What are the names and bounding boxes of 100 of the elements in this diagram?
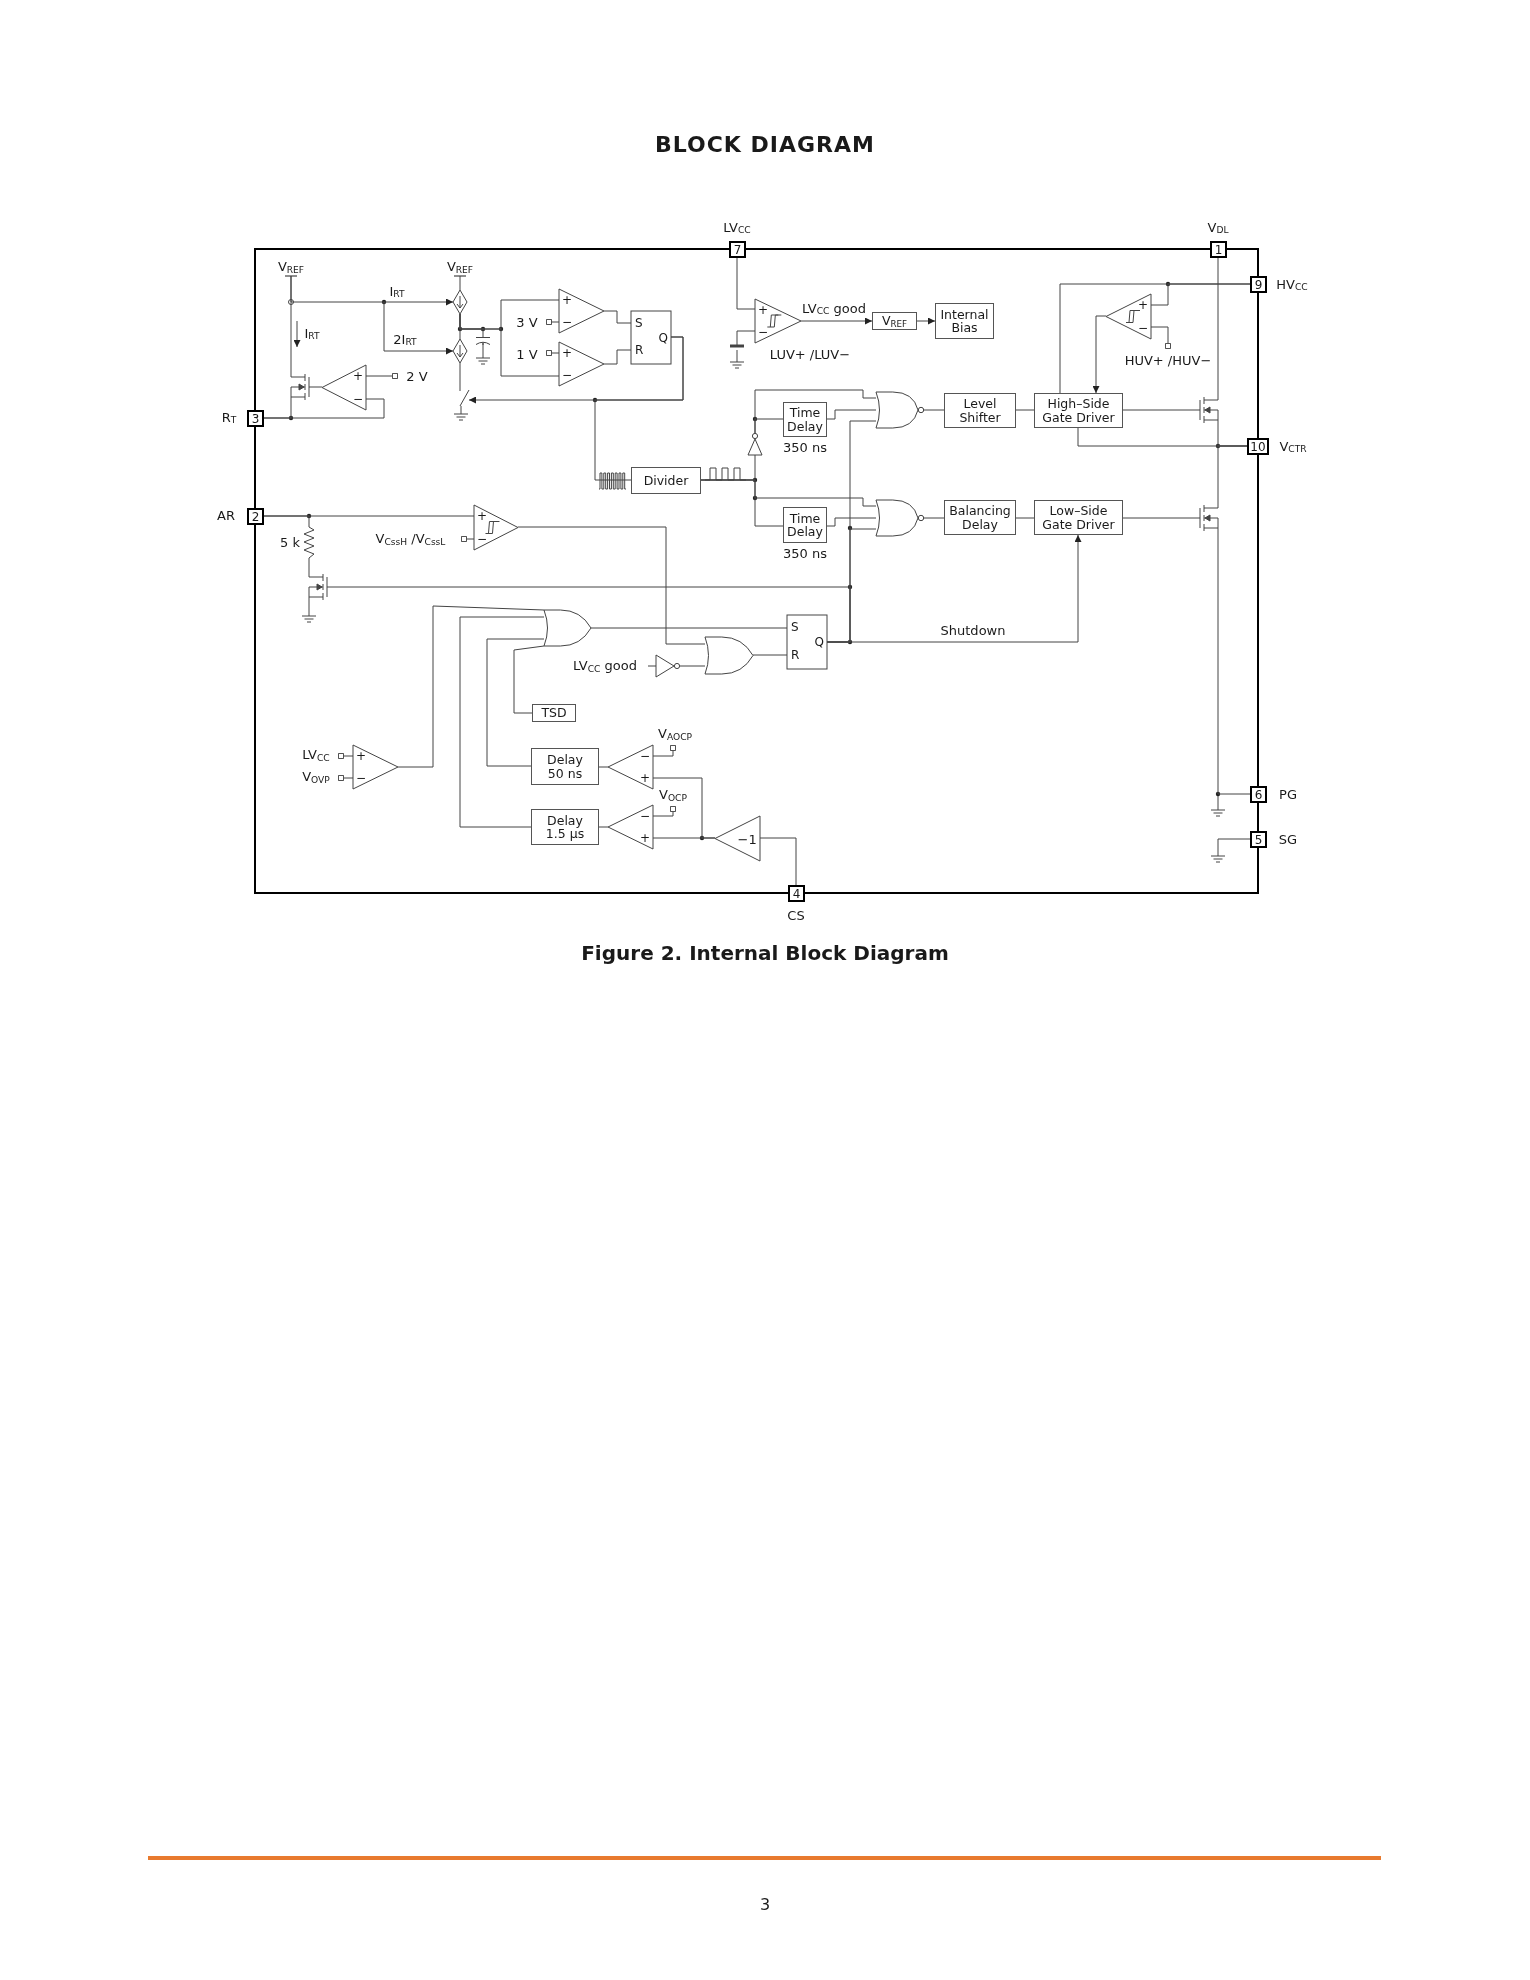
function-box <box>532 704 576 722</box>
box-label: TSD <box>541 706 567 720</box>
pin-box <box>247 410 264 427</box>
wire <box>826 409 877 420</box>
text-label: I$_{RT}$ <box>304 326 320 342</box>
pin-box <box>1250 276 1267 293</box>
input-sign: + <box>758 304 769 316</box>
function-box <box>1034 393 1123 428</box>
signal-label: V$_{REF}$ <box>275 258 307 276</box>
delay-time-label: 350 ns <box>783 546 827 562</box>
pin-box <box>729 241 746 258</box>
box-label: Delay 1.5 µs <box>544 813 586 841</box>
input-sign: − <box>1137 321 1148 334</box>
function-box <box>631 467 701 494</box>
signal-label: V$_{REF}$ <box>444 258 476 276</box>
wire <box>652 777 716 839</box>
pin-number: 4 <box>792 886 801 901</box>
wire <box>459 616 545 828</box>
box-label: Time Delay <box>786 511 824 539</box>
amplifier-symbol <box>715 816 760 861</box>
input-sign: + <box>639 832 650 844</box>
figure-caption: Figure 2. Internal Block Diagram <box>581 941 949 965</box>
latch-box <box>787 615 827 669</box>
wire <box>603 349 632 365</box>
wire <box>759 837 797 886</box>
wire <box>1217 532 1251 795</box>
signal-label: V$_{AOCP}$ <box>650 725 700 751</box>
wire <box>923 517 945 519</box>
signal-label: 3 V <box>510 313 552 331</box>
signal-label: V$_{OCP}$ <box>650 786 696 812</box>
arrow <box>1092 315 1107 394</box>
pin-number: 2 <box>251 509 260 524</box>
wire <box>598 826 609 828</box>
transistor-symbol <box>1196 503 1218 533</box>
input-sign: − <box>562 369 573 381</box>
box-label: Delay 50 ns <box>546 753 584 780</box>
signal-label: V$_{OVP}$ <box>296 768 344 786</box>
signal-label: 2 V <box>392 367 434 385</box>
latch-pin-label: R <box>791 648 800 661</box>
function-box <box>944 393 1016 428</box>
inverter-symbol <box>656 655 680 677</box>
edge-label: I$_{RT}$ <box>387 284 407 300</box>
function-box <box>1034 500 1123 535</box>
signal-label: LV$_{CC}$ <box>296 746 344 764</box>
arrow <box>290 275 454 306</box>
signal-label: HUV+ /HUV− <box>1115 343 1221 369</box>
input-sign: + <box>639 772 650 784</box>
pin-number: 5 <box>1254 832 1263 847</box>
function-box <box>872 312 917 330</box>
pin-name: V$_{CTR}$ <box>1279 439 1307 455</box>
wire <box>1015 409 1035 411</box>
pin-name: SG <box>1278 832 1298 848</box>
wire <box>513 645 545 714</box>
transistor-symbol <box>1196 395 1218 425</box>
pin-number: 9 <box>1254 277 1263 292</box>
wire <box>397 605 545 768</box>
wire <box>700 479 877 507</box>
inverter-symbol <box>748 433 762 455</box>
pin-name: AR <box>217 508 235 524</box>
comparator-symbol <box>608 745 653 789</box>
wire <box>330 586 851 643</box>
amplifier-symbol <box>322 365 366 410</box>
wire <box>312 386 323 388</box>
text-label: 3 <box>759 1896 771 1914</box>
pin-box <box>247 508 264 525</box>
comparator-symbol <box>1106 294 1151 339</box>
comparator-symbol <box>474 505 518 550</box>
wire <box>1217 257 1219 396</box>
pin-name: R$_{T}$ <box>221 410 237 426</box>
arrow <box>800 317 873 325</box>
capacitor-symbol <box>476 337 490 345</box>
pin-number: 10 <box>1250 439 1266 454</box>
wire <box>459 313 484 338</box>
signal-label: 1 V <box>510 345 552 363</box>
edge-label: LV$_{CC}$ good <box>800 301 868 317</box>
box-label: V$_{REF}$ <box>881 313 908 329</box>
wire <box>603 310 632 324</box>
wire <box>923 409 945 411</box>
latch-pin-label: Q <box>658 331 668 344</box>
latch-pin-label: R <box>635 344 644 357</box>
resistance-label: 5 k <box>280 535 300 551</box>
input-sign: + <box>562 347 573 359</box>
input-sign: + <box>477 510 488 523</box>
wire <box>826 517 877 527</box>
pin-number: 3 <box>251 411 260 426</box>
pin-box <box>1210 241 1227 258</box>
pin-name: PG <box>1279 787 1297 803</box>
box-label: High–Side Gate Driver <box>1041 397 1116 424</box>
wire <box>453 275 467 291</box>
current-source-symbol <box>453 290 467 314</box>
box-label: Level Shifter <box>958 397 1002 424</box>
input-sign: + <box>352 370 363 383</box>
wire <box>1015 517 1035 519</box>
pin-name: CS <box>787 908 805 924</box>
wire <box>308 557 310 573</box>
wire <box>594 336 684 481</box>
box-label: Balancing Delay <box>948 504 1012 531</box>
pin-name: V$_{DL}$ <box>1207 220 1229 236</box>
nor-gate <box>876 392 924 428</box>
nor-gate <box>876 500 924 536</box>
